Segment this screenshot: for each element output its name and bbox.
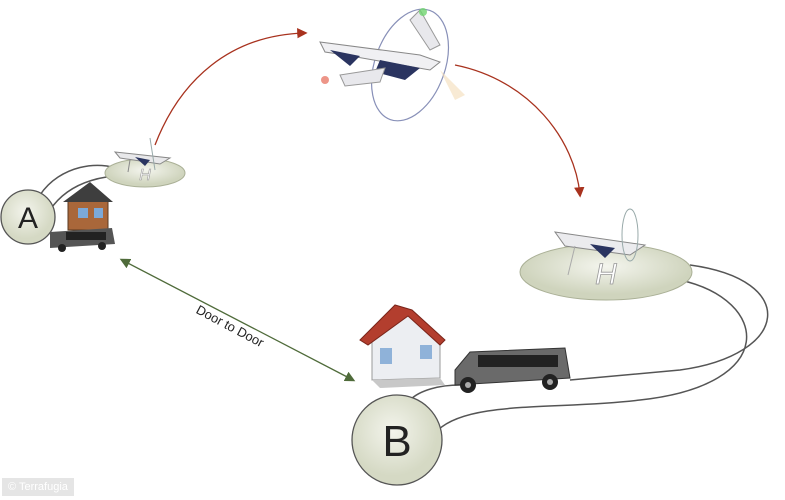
point-b: B (351, 394, 443, 486)
image-credit: © Terrafugia (2, 478, 74, 496)
flight-arrow-landing (454, 64, 585, 198)
door-to-door-label: Door to Door (194, 302, 267, 350)
point-a: A (0, 189, 56, 245)
svg-text:H: H (595, 258, 617, 291)
flight-arrow-takeoff (154, 28, 308, 146)
road-pad-to-b-2 (437, 279, 748, 431)
helipad-origin: H (104, 158, 186, 188)
aircraft-landed-origin-icon (113, 137, 172, 173)
road-pad-to-b (569, 264, 769, 381)
aircraft-landed-destination-icon (553, 208, 647, 276)
house-destination-icon (359, 304, 446, 388)
svg-text:H: H (139, 167, 151, 184)
door-to-door-arrow (119, 258, 356, 382)
aircraft-in-flight-icon (319, 8, 465, 122)
van-origin-icon (50, 228, 115, 252)
van-destination-icon (454, 347, 571, 393)
point-a-label: A (18, 202, 38, 235)
house-origin-icon (63, 182, 113, 231)
point-b-label: B (382, 417, 411, 466)
helipad-destination: H (519, 243, 693, 301)
